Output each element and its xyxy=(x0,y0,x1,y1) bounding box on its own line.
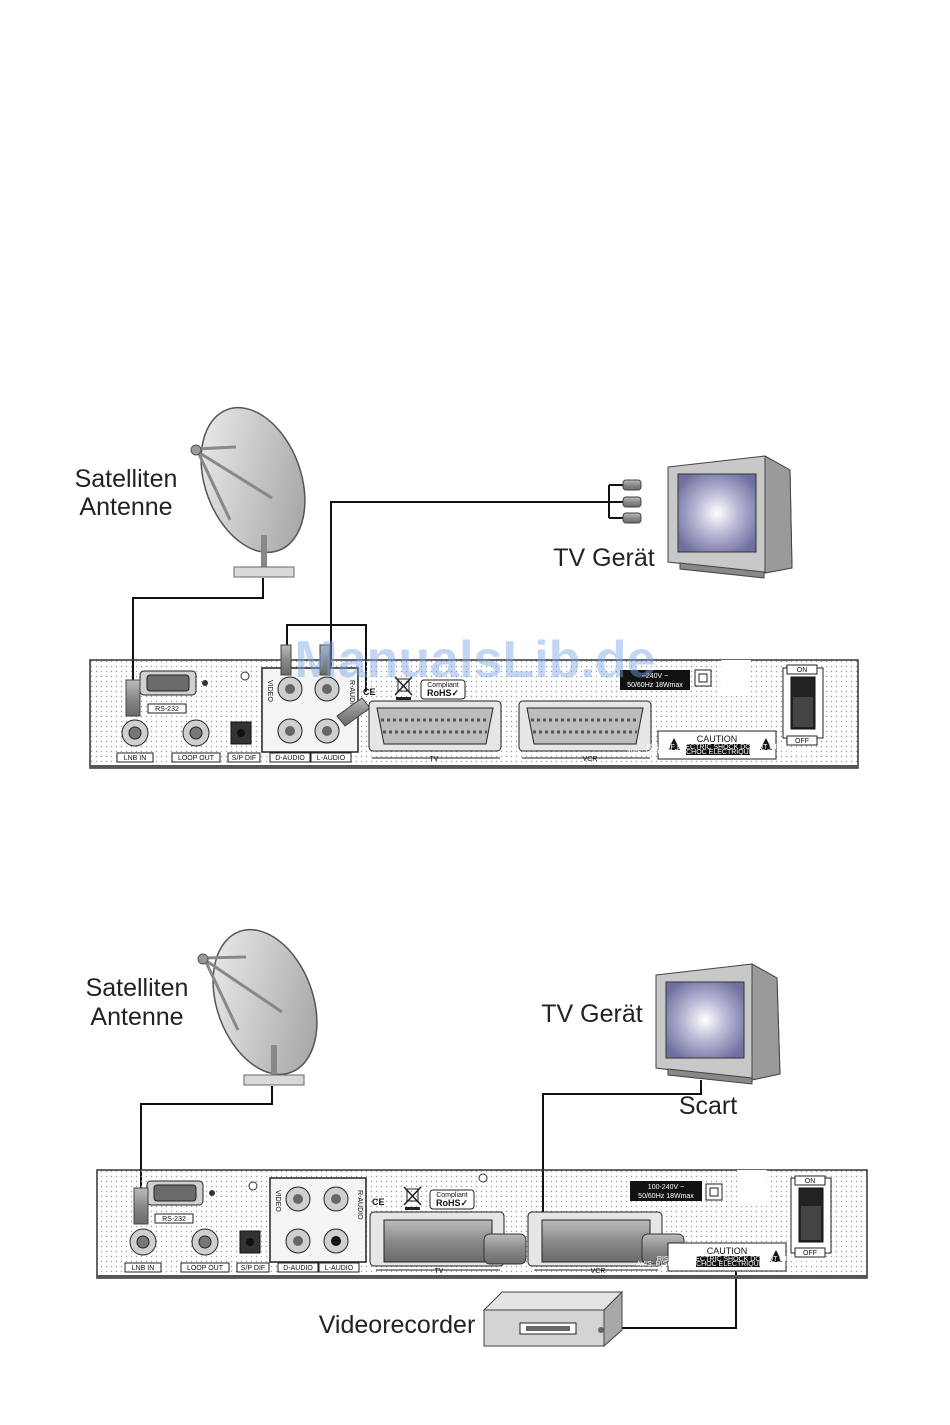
scart-cable-label: Scart xyxy=(679,1092,737,1120)
power-on-label: ON xyxy=(797,667,808,674)
svg-text:AVIS: RISQUE DE CHOC ELECTRIQU: AVIS: RISQUE DE CHOC ELECTRIQUE NE PAS O… xyxy=(636,1261,819,1268)
power-rating-plate xyxy=(620,670,690,690)
lnb-in-label: LNB IN xyxy=(132,1265,155,1272)
svg-text:Compliant: Compliant xyxy=(436,1192,468,1199)
watermark: ManualsLib.de xyxy=(294,631,655,689)
d-audio-label: D-AUDIO xyxy=(275,755,305,762)
rohs-badge xyxy=(429,1189,475,1210)
svg-text:RoHS✓: RoHS✓ xyxy=(427,688,459,698)
scart-vcr-label: VCR xyxy=(583,756,598,763)
satellite-dish-icon xyxy=(197,928,318,1086)
power-rating-plate xyxy=(630,1181,702,1201)
diagram-1: Satelliten Antenne TV Gerät xyxy=(75,406,859,769)
rs232-label: RS-232 xyxy=(155,706,179,713)
spdif-label: S/P DIF xyxy=(241,1265,265,1272)
antenna-cable xyxy=(132,578,264,683)
svg-text:RISK OF ELECTRIC SHOCK DO NOT: RISK OF ELECTRIC SHOCK DO NOT OPEN xyxy=(647,744,789,751)
svg-text:CAUTION: CAUTION xyxy=(707,1246,748,1256)
satellite-dish-icon xyxy=(190,406,306,578)
video-label: VIDEO xyxy=(274,1190,281,1212)
scart-vcr-label: VCR xyxy=(591,1268,606,1275)
video-label: VIDEO xyxy=(266,680,273,702)
svg-text:50/60Hz 18Wmax: 50/60Hz 18Wmax xyxy=(638,1193,694,1200)
weee-bin-icon xyxy=(403,1186,422,1210)
dish-label-line1: Satelliten xyxy=(86,974,189,1002)
l-audio-label: L-AUDIO xyxy=(317,755,346,762)
svg-text:50/60Hz 18Wmax: 50/60Hz 18Wmax xyxy=(627,682,683,689)
lnb-in-label: LNB IN xyxy=(124,755,147,762)
svg-text:CAUTION: CAUTION xyxy=(697,734,738,744)
svg-text:~240V ~: ~240V ~ xyxy=(642,673,668,680)
tv-icon xyxy=(655,963,781,1085)
antenna-cable xyxy=(140,1086,273,1190)
svg-text:RISK OF ELECTRIC SHOCK DO NOT: RISK OF ELECTRIC SHOCK DO NOT OPEN xyxy=(657,1256,799,1263)
loop-out-label: LOOP OUT xyxy=(178,755,215,762)
rca-cable xyxy=(330,501,609,672)
svg-text:100-240V ~: 100-240V ~ xyxy=(648,1184,684,1191)
ce-mark: CE xyxy=(363,687,376,697)
videorecorder-icon xyxy=(482,1290,624,1348)
receiver-rear-panel: RS-232 LNB IN LOOP OUT S/P DIF xyxy=(89,644,859,769)
spdif-label: S/P DIF xyxy=(232,755,256,762)
power-on-label: ON xyxy=(805,1178,816,1185)
videorecorder-label: Videorecorder xyxy=(319,1311,476,1339)
scart-tv-label: TV xyxy=(430,756,439,763)
power-off-label: OFF xyxy=(803,1250,817,1257)
r-audio-label: R-AUDIO xyxy=(348,680,355,710)
tv-label: TV Gerät xyxy=(541,1000,642,1028)
rohs-badge xyxy=(420,679,466,700)
power-off-label: OFF xyxy=(795,738,809,745)
tv-label: TV Gerät xyxy=(553,544,654,572)
weee-bin-icon xyxy=(394,676,413,700)
l-audio-label: L-AUDIO xyxy=(325,1265,354,1272)
rs232-label: RS-232 xyxy=(162,1216,186,1223)
tv-icon xyxy=(667,455,793,579)
svg-text:AVIS: RISQUE DE CHOC ELECTRIQU: AVIS: RISQUE DE CHOC ELECTRIQUE NE PAS O… xyxy=(626,749,809,756)
r-audio-label: R-AUDIO xyxy=(356,1190,363,1220)
svg-text:RoHS✓: RoHS✓ xyxy=(436,1198,468,1208)
diagram-2: Satelliten Antenne TV Gerät Scart RS-232 xyxy=(86,928,868,1348)
dish-label-line2: Antenne xyxy=(79,493,172,521)
scart-tv-label: TV xyxy=(435,1268,444,1275)
loop-out-label: LOOP OUT xyxy=(187,1265,224,1272)
receiver-rear-panel: RS-232 LNB IN LOOP OUT S/P DIF xyxy=(96,1169,868,1279)
rca-cable-bundle-icon xyxy=(608,479,642,524)
ce-mark: CE xyxy=(372,1197,385,1207)
d-audio-label: D-AUDIO xyxy=(283,1265,313,1272)
svg-text:Compliant: Compliant xyxy=(427,682,459,689)
dish-label-line2: Antenne xyxy=(90,1003,183,1031)
dish-label-line1: Satelliten xyxy=(75,465,178,493)
